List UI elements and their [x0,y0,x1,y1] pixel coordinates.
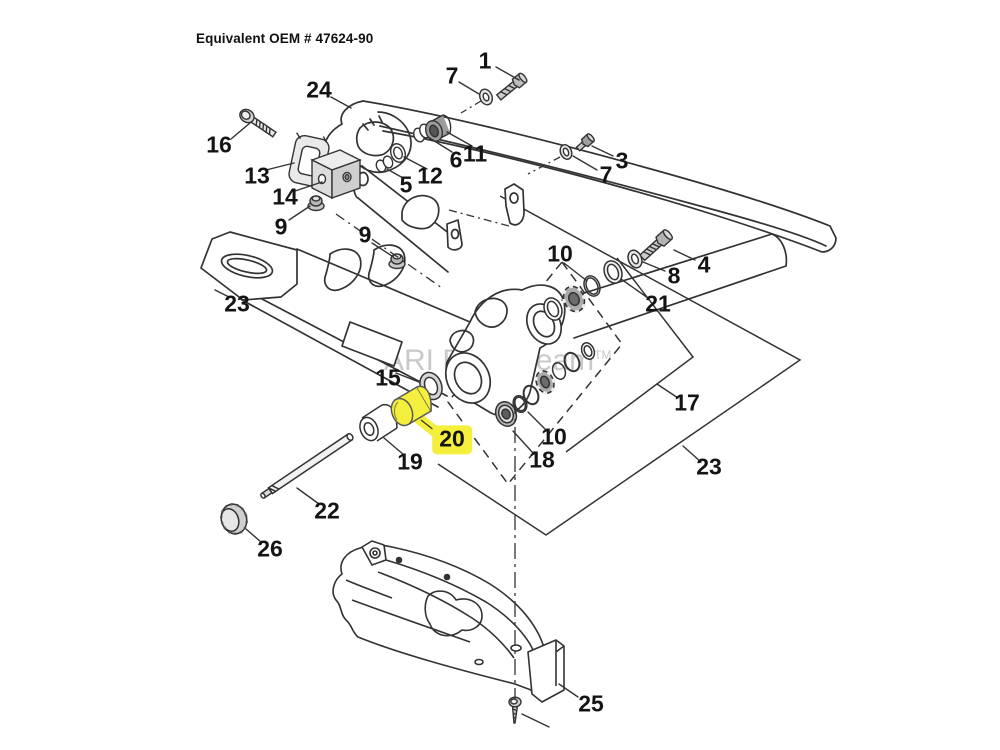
small-hardware-parts [239,72,673,724]
washer-part-7-right [559,144,573,160]
leader-lines [214,66,702,728]
mudguard-screw [508,696,522,724]
screw-part-16 [239,108,277,138]
seal-part-12 [389,143,407,163]
pivot-shaft-part-22 [260,433,354,499]
bearing-kit-box-17 [565,257,695,453]
center-lines [335,100,561,700]
nut-part-9-left [307,195,325,212]
mudguard-part-25 [332,540,565,703]
washer-part-8 [627,249,643,269]
sleeve-part-5 [375,155,394,173]
page-title: Equivalent OEM # 47624-90 [196,31,374,46]
bushing-part-11 [424,114,452,142]
bolt-part-3 [575,133,595,152]
assembly-box-23 [437,195,802,536]
washer-part-7-top [478,88,494,106]
bolt-part-4 [638,229,673,262]
swingarm-part-23 [200,165,788,417]
nut-part-9-right [388,253,406,270]
end-cap-part-26 [220,503,248,535]
bushing-part-19 [359,403,398,442]
bolt-part-1 [495,72,528,101]
block-part-14 [310,149,362,200]
